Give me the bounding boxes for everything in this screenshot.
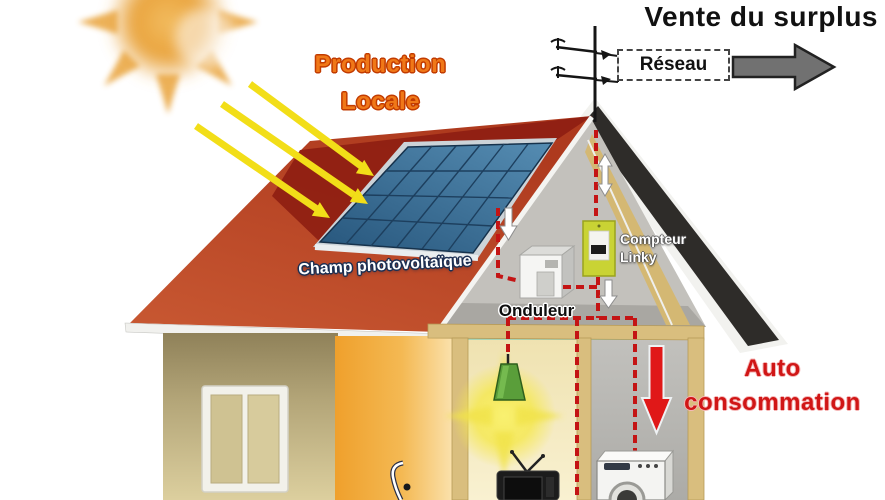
front-walls xyxy=(163,333,457,500)
sunlight-arrow-icons xyxy=(194,81,374,218)
sun-icon xyxy=(78,0,258,114)
flow-arrow-down-panel xyxy=(499,207,518,241)
grid-export-arrow-icon xyxy=(731,42,837,92)
reseau-label: Réseau xyxy=(639,54,708,75)
reseau-dashed-box: Réseau xyxy=(617,49,730,81)
compteur-linky-device-icon xyxy=(582,220,616,277)
onduleur-device-icon xyxy=(518,245,576,299)
beam-right xyxy=(687,337,705,500)
flow-arrows xyxy=(499,153,618,309)
washing-machine-icon xyxy=(595,449,675,500)
tv-icon xyxy=(496,450,560,500)
window-icon xyxy=(201,385,289,493)
lamp-icon xyxy=(444,352,564,478)
auto-consumption-arrow-icon xyxy=(640,345,673,436)
flow-arrow-down-meter xyxy=(599,279,618,309)
gable-back-roof xyxy=(577,98,788,353)
red-wiring xyxy=(496,130,637,500)
beam-middle xyxy=(576,337,592,500)
beam-horizontal xyxy=(427,323,705,341)
wall-orange xyxy=(335,336,457,500)
utility-pole-icon xyxy=(550,26,619,122)
cable-icon xyxy=(390,460,411,500)
flow-arrow-updown-peak xyxy=(597,153,613,197)
